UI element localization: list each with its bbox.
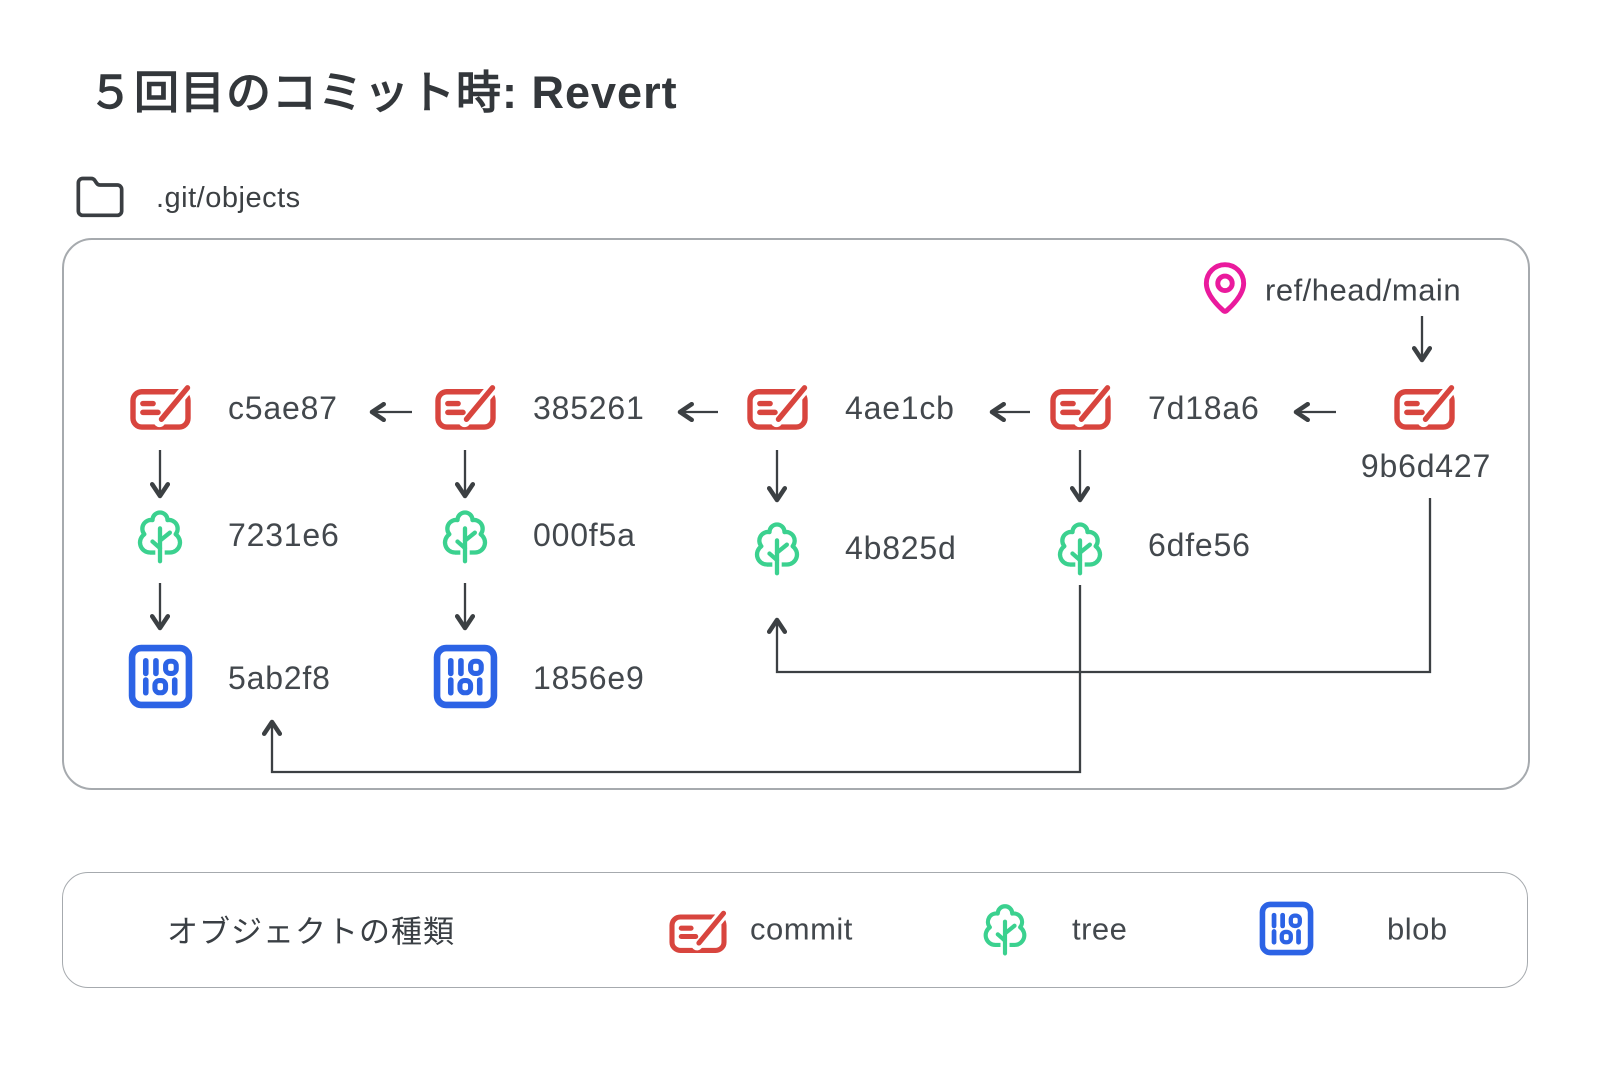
commit-hash-385261: 385261 bbox=[533, 389, 645, 426]
tree-icon bbox=[747, 517, 807, 577]
commit-icon bbox=[1049, 378, 1112, 433]
tree-legend-icon bbox=[976, 899, 1034, 957]
tree-hash-7231e6: 7231e6 bbox=[228, 516, 340, 553]
commit-legend-icon bbox=[668, 904, 728, 956]
commit-hash-c5ae87: c5ae87 bbox=[228, 389, 338, 426]
legend-label-commit: commit bbox=[750, 911, 853, 947]
legend-title: オブジェクトの種類 bbox=[167, 914, 455, 950]
tree-icon bbox=[435, 505, 495, 565]
legend-label-tree: tree bbox=[1072, 911, 1128, 947]
commit-icon bbox=[1393, 378, 1456, 433]
tree-hash-4b825d: 4b825d bbox=[845, 529, 957, 566]
ref-head-main-label: ref/head/main bbox=[1265, 272, 1462, 308]
legend-box bbox=[62, 872, 1528, 988]
objects-container-box bbox=[62, 238, 1530, 790]
blob-hash-1856e9: 1856e9 bbox=[533, 659, 645, 696]
blob-icon bbox=[433, 644, 498, 709]
blob-hash-5ab2f8: 5ab2f8 bbox=[228, 659, 331, 696]
legend-label-blob: blob bbox=[1387, 911, 1448, 947]
commit-icon bbox=[129, 378, 192, 433]
blob-legend-icon bbox=[1259, 901, 1314, 956]
tree-icon bbox=[130, 505, 190, 565]
blob-icon bbox=[128, 644, 193, 709]
tree-icon bbox=[1050, 517, 1110, 577]
commit-icon bbox=[746, 378, 809, 433]
tree-hash-6dfe56: 6dfe56 bbox=[1148, 526, 1251, 563]
folder-icon bbox=[74, 172, 126, 224]
commit-icon bbox=[434, 378, 497, 433]
commit-hash-4ae1cb: 4ae1cb bbox=[845, 389, 955, 426]
tree-hash-000f5a: 000f5a bbox=[533, 516, 636, 553]
map-pin-icon bbox=[1197, 259, 1253, 317]
commit-hash-7d18a6: 7d18a6 bbox=[1148, 389, 1260, 426]
page-title: ５回目のコミット時: Revert bbox=[88, 67, 678, 118]
commit-hash-9b6d427: 9b6d427 bbox=[1360, 447, 1492, 484]
folder-path-label: .git/objects bbox=[156, 181, 301, 214]
